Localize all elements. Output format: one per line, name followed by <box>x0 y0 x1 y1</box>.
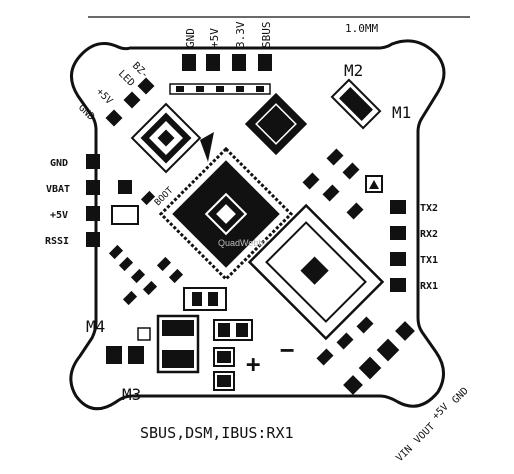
diag-pin-5v-br: +5V <box>430 402 451 423</box>
minus-sign: − <box>280 336 294 364</box>
board-outline <box>69 39 446 411</box>
plus-sign: + <box>246 350 260 378</box>
power-components <box>106 287 253 391</box>
diag-pin-vout: VOUT <box>412 421 437 446</box>
motor-m2: M2 <box>344 61 363 80</box>
left-pin-gnd: GND <box>50 158 68 169</box>
top-pin-gnd: GND <box>184 28 197 48</box>
passives-right <box>302 148 374 366</box>
right-pads <box>390 200 406 292</box>
diode <box>365 175 383 193</box>
right-pin-rx2: RX2 <box>420 229 438 240</box>
passives-left <box>108 180 184 306</box>
diag-pads-bottom-right <box>343 321 415 395</box>
motor-m4: M4 <box>86 317 105 336</box>
left-pin-vbat: VBAT <box>46 184 70 195</box>
top-pads <box>182 54 272 71</box>
diag-pads-top-left <box>105 77 155 127</box>
top-pin-sbus: SBUS <box>260 22 273 49</box>
top-pin-5v: +5V <box>208 28 221 48</box>
pin1-marker <box>200 132 214 162</box>
motor-m3: M3 <box>122 385 141 404</box>
left-pads <box>86 154 100 247</box>
qfn-chip-top <box>244 92 308 156</box>
component-top-right <box>330 78 382 130</box>
right-pin-tx2: TX2 <box>420 203 438 214</box>
left-pin-5v: +5V <box>50 210 68 221</box>
motor-m1: M1 <box>392 103 411 122</box>
watermark: QuadWebby <box>218 238 268 248</box>
right-pin-tx1: TX1 <box>420 255 438 266</box>
mcu-chip <box>158 146 294 282</box>
smd-strip-top <box>169 83 271 95</box>
qfp-chip-left <box>130 102 202 174</box>
dimension-label: 1.0MM <box>345 22 378 35</box>
diag-pin-5v: +5V <box>94 86 115 107</box>
diag-pin-gnd-br: GND <box>450 386 471 407</box>
right-pin-rx1: RX1 <box>420 281 438 292</box>
caption: SBUS,DSM,IBUS:RX1 <box>140 424 294 442</box>
boot-label: BOOT <box>153 185 176 208</box>
top-pin-3v3: 3.3V <box>234 21 247 48</box>
left-pin-rssi: RSSI <box>45 236 69 247</box>
diag-pin-vin: VIN <box>394 444 415 465</box>
module-right <box>247 203 385 341</box>
